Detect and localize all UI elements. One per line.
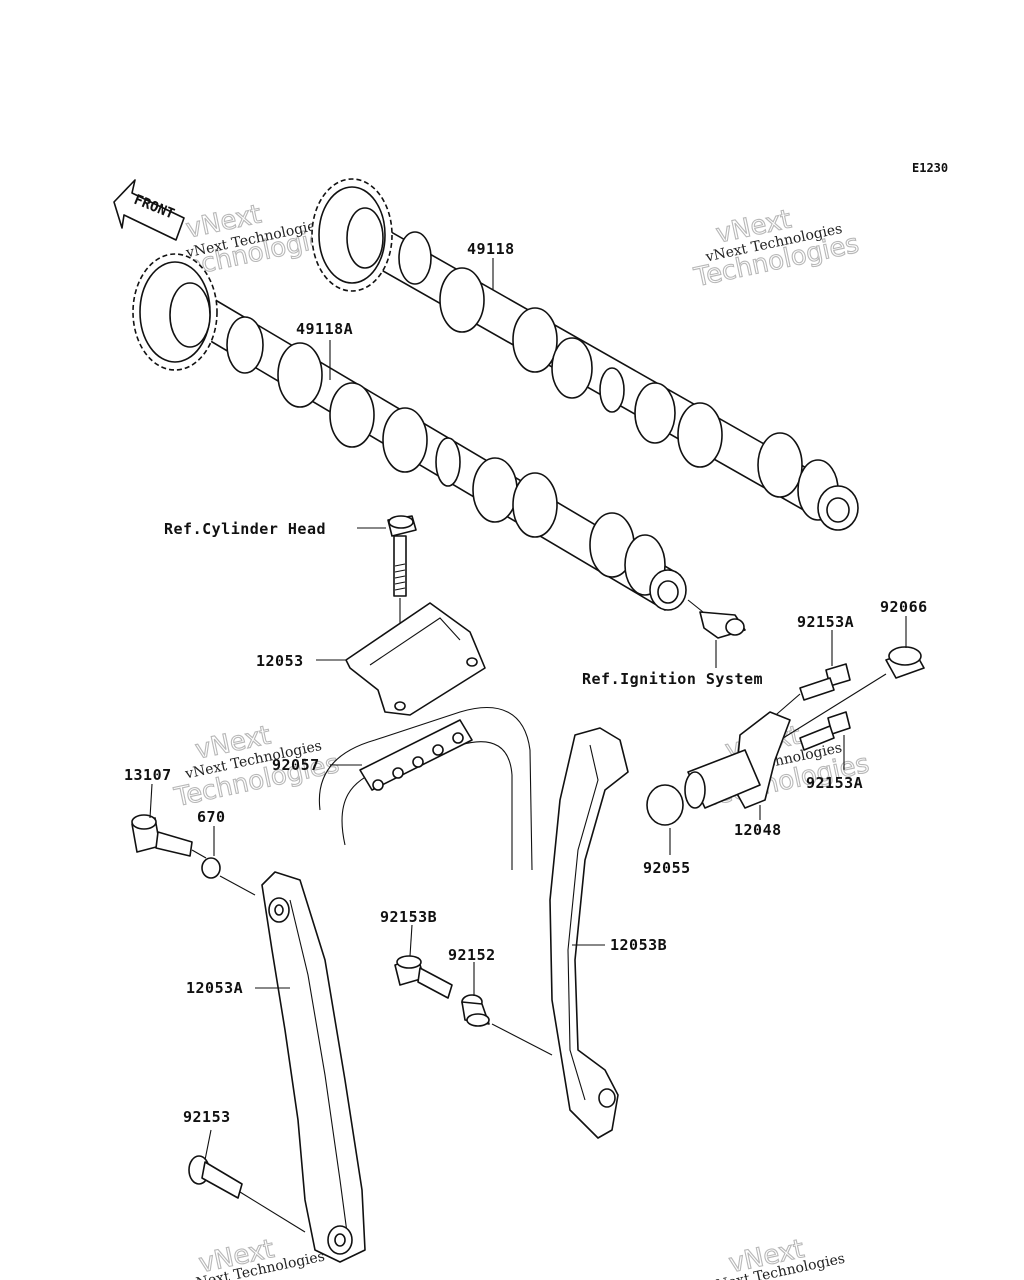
label-tensioner-bolt-top: 92153A [797, 613, 854, 631]
guide-bolt-b [394, 924, 453, 999]
label-chain-guide-front: 12053B [610, 936, 667, 954]
camshaft-intake [132, 253, 687, 611]
chain-guide-upper [316, 602, 486, 716]
guide-collar [461, 962, 553, 1056]
label-ignition-system-ref: Ref.Ignition System [582, 670, 763, 688]
label-cylinder-head-ref: Ref.Cylinder Head [164, 520, 326, 538]
sprocket-gear-icon [132, 253, 218, 371]
guide-bolt-bottom [188, 1129, 306, 1233]
label-tensioner: 12048 [734, 821, 782, 839]
tensioner-gasket [646, 784, 684, 855]
label-tensioner-bolt-bottom: 92153A [806, 774, 863, 792]
tensioner-cap-bolt [779, 616, 925, 741]
label-o-ring: 670 [197, 808, 226, 826]
label-gasket: 92055 [643, 859, 691, 877]
chain-guide-front [549, 727, 629, 1139]
sprocket-gear-icon [311, 178, 393, 292]
diagram-code: E1230 [912, 161, 948, 175]
front-arrow-icon: FRONT [113, 179, 185, 241]
label-chain-guide-upper: 12053 [256, 652, 304, 670]
tensioner [684, 711, 791, 820]
label-chain-guide-rear: 12053A [186, 979, 243, 997]
label-guide-shaft: 13107 [124, 766, 172, 784]
label-cam-chain: 92057 [272, 756, 320, 774]
label-guide-bolt-b: 92153B [380, 908, 437, 926]
watermark-bottom-right: vNext vNext Technologies [706, 1234, 846, 1280]
camshaft-exhaust [311, 178, 859, 531]
tensioner-bolt-top [769, 630, 851, 721]
label-tensioner-cap-bolt: 92066 [880, 598, 928, 616]
label-guide-bolt-bottom: 92153 [183, 1108, 231, 1126]
cam-chain [318, 707, 533, 871]
guide-shaft [131, 783, 207, 859]
watermark-top-right: vNext Technologies vNext Technologies [690, 204, 862, 294]
watermark-bottom-left: vNext vNext Technologies [186, 1234, 326, 1280]
label-camshaft-intake: 49118A [296, 320, 353, 338]
chain-links [372, 732, 464, 791]
tensioner-bolt-bottom [799, 711, 851, 770]
o-ring [201, 826, 256, 896]
label-guide-collar: 92152 [448, 946, 496, 964]
ignition-rotor [687, 599, 746, 668]
label-camshaft-exhaust: 49118 [467, 240, 515, 258]
chain-guide-rear [255, 871, 366, 1263]
